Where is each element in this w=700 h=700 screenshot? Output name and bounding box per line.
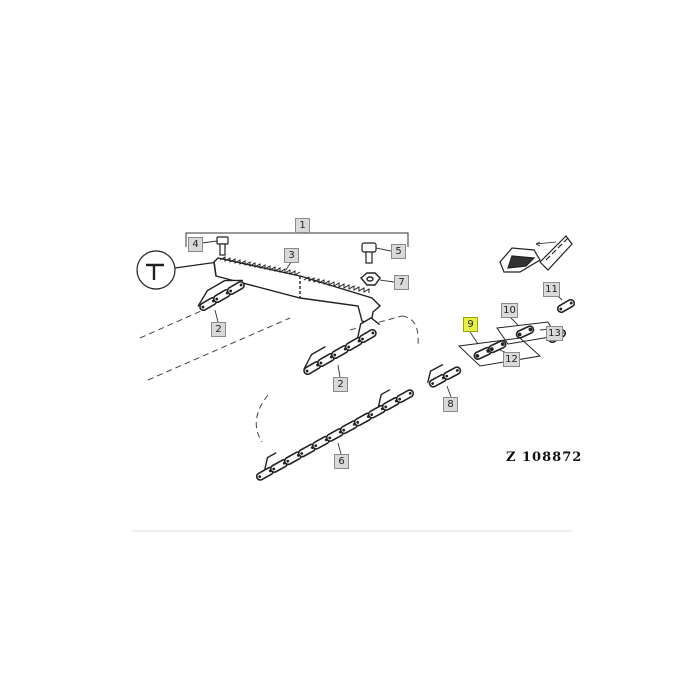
- callout-8[interactable]: 8: [443, 397, 458, 412]
- callout-3[interactable]: 3: [284, 248, 299, 263]
- callout-2-upper[interactable]: 2: [211, 322, 226, 337]
- callout-11[interactable]: 11: [543, 282, 560, 297]
- chain-slat-2a-part: [197, 279, 247, 313]
- link-kit-9-part: [457, 337, 542, 367]
- nut-7-part: [360, 272, 381, 286]
- tbolt-detail: [136, 250, 219, 290]
- bolt-5-part: [361, 242, 377, 264]
- chain-6-part: [254, 387, 416, 483]
- callout-7[interactable]: 7: [394, 275, 409, 290]
- callout-1[interactable]: 1: [295, 218, 310, 233]
- scraper-inset-part: [499, 235, 573, 273]
- callout-13[interactable]: 13: [546, 326, 563, 341]
- callout-6[interactable]: 6: [334, 454, 349, 469]
- chain-end-11-part: [555, 297, 577, 315]
- figure-code: Z 108872: [506, 450, 583, 465]
- bolt-4-part: [216, 236, 229, 256]
- callout-4[interactable]: 4: [188, 237, 203, 252]
- callout-10[interactable]: 10: [501, 303, 518, 318]
- attachment-link-8-part: [427, 363, 463, 389]
- callout-12[interactable]: 12: [503, 352, 520, 367]
- callout-9-highlighted[interactable]: 9: [463, 317, 478, 332]
- chain-slat-2b-part: [301, 317, 381, 377]
- callout-5[interactable]: 5: [391, 244, 406, 259]
- chain-guide-dashes: [139, 306, 419, 443]
- callout-2-middle[interactable]: 2: [333, 377, 348, 392]
